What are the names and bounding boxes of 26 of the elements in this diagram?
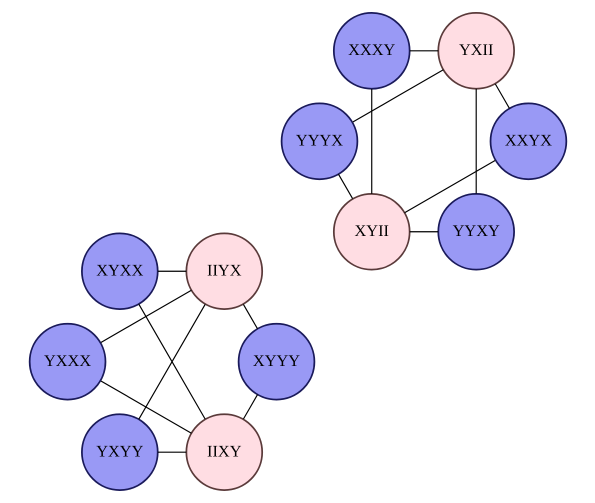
connector (242, 304, 258, 330)
connector (100, 380, 192, 434)
connector (370, 89, 372, 194)
node-circle: IIYX (185, 232, 263, 310)
connector (337, 174, 353, 199)
node-circle: YYYX (280, 102, 358, 180)
node-circle: XYYY (237, 322, 315, 400)
node-circle: XXXY (332, 12, 410, 90)
node-circle: IIXY (185, 413, 263, 491)
connector (409, 231, 438, 232)
node-circle: YXII (436, 12, 514, 90)
connector (100, 290, 192, 343)
node-circle: YYXY (436, 192, 514, 271)
connector (352, 69, 444, 123)
node-circle: XYII (332, 192, 410, 271)
connector (475, 88, 476, 194)
node-circle: YXYY (80, 413, 158, 491)
connector (157, 270, 186, 272)
connector (157, 452, 186, 453)
connector (494, 84, 510, 109)
node-circle: XXYX (489, 102, 567, 180)
node-circle: YXXX (28, 322, 106, 400)
connector (409, 50, 438, 52)
connector (242, 394, 258, 420)
connector (404, 160, 495, 214)
node-circle: XYXX (80, 232, 158, 310)
